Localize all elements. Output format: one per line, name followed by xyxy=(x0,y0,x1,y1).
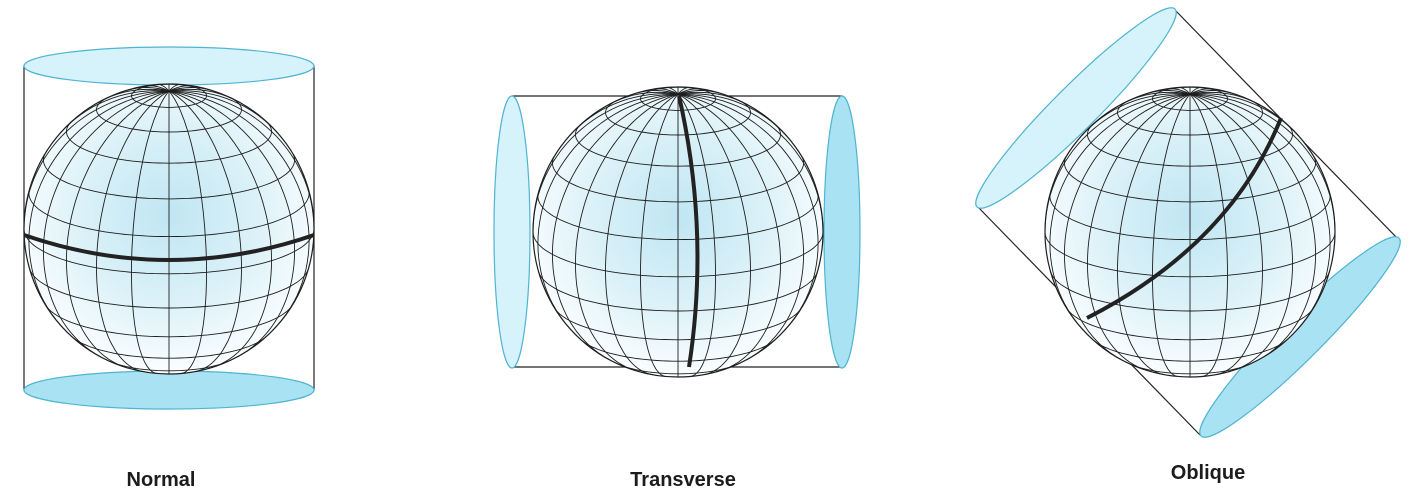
caption-normal: Normal xyxy=(126,469,196,491)
graticule-line xyxy=(605,93,679,376)
graticule-line xyxy=(609,91,679,105)
graticule-line xyxy=(677,93,781,370)
graticule-line xyxy=(1189,87,1202,95)
caption-oblique: Oblique xyxy=(1170,462,1246,484)
tangent-meridian-line xyxy=(677,95,700,368)
graticule-line xyxy=(168,90,279,134)
graticule-line xyxy=(568,93,679,137)
graticule-line xyxy=(677,93,751,376)
graticule-line xyxy=(677,93,819,323)
globe-graticule xyxy=(23,83,315,374)
graticule-line xyxy=(127,87,170,92)
graticule-line xyxy=(168,90,315,230)
graticule-line xyxy=(551,93,679,361)
cylinder-top-face xyxy=(975,7,1177,209)
graticule-line xyxy=(42,90,170,358)
graticule-line xyxy=(677,88,701,95)
graticule-line xyxy=(1189,93,1228,377)
graticule-line xyxy=(677,90,720,95)
graticule-line xyxy=(636,90,679,95)
graticule-line xyxy=(59,90,170,134)
graticule-line xyxy=(1117,93,1191,376)
graticule-line xyxy=(1189,93,1300,137)
cylinder-top-face xyxy=(23,46,315,86)
graticule-line xyxy=(677,93,805,361)
cylinder-right-face xyxy=(823,95,861,369)
graticule-line xyxy=(537,93,679,323)
graticule-line xyxy=(96,90,170,373)
graticule-line xyxy=(131,90,170,374)
graticule-line xyxy=(1189,93,1263,376)
graticule-line xyxy=(23,90,170,230)
graticule-line xyxy=(1063,93,1191,361)
graticule-line xyxy=(168,90,296,358)
graticule-line xyxy=(168,84,181,92)
graticule-line xyxy=(532,93,679,233)
graticule-line xyxy=(168,90,242,373)
graticule-line xyxy=(1121,91,1191,105)
graticule-line xyxy=(677,91,747,105)
equator-line xyxy=(23,233,315,262)
graticule-line xyxy=(168,87,211,92)
graticule-line xyxy=(1189,93,1293,370)
graticule-line xyxy=(1148,90,1191,95)
graticule-line xyxy=(1044,93,1191,233)
graticule-line xyxy=(666,87,679,95)
graticule-line xyxy=(575,93,679,370)
graticule-line xyxy=(168,85,192,92)
graticule-line xyxy=(168,90,207,374)
graticule-line xyxy=(28,90,170,320)
caption-transverse: Transverse xyxy=(630,469,736,491)
cylinder-bottom-face xyxy=(23,370,315,410)
graticule-line xyxy=(677,87,690,95)
graticule-line xyxy=(1167,88,1191,95)
graticule-line xyxy=(1152,93,1191,377)
cylinder-left-face xyxy=(493,95,531,369)
graticule-line xyxy=(66,90,170,367)
graticule-line xyxy=(1189,88,1213,95)
normal-projection-diagram xyxy=(23,46,315,410)
oblique-projection-diagram xyxy=(975,7,1401,438)
graticule-line xyxy=(655,88,679,95)
graticule-line xyxy=(677,93,716,377)
graticule-line xyxy=(1189,93,1336,233)
graticule-line xyxy=(146,85,170,92)
graticule-line xyxy=(1087,93,1191,370)
globe-graticule xyxy=(532,86,824,377)
graticule-line xyxy=(168,90,272,367)
graticule-line xyxy=(168,88,238,102)
graticule-line xyxy=(677,93,824,233)
transverse-projection-diagram xyxy=(493,86,861,378)
graticule-line xyxy=(1189,93,1331,323)
tangent-great-circle-line xyxy=(1086,117,1283,320)
graticule-line xyxy=(157,84,170,92)
graticule-line xyxy=(1189,91,1259,105)
graticule-line xyxy=(1178,87,1191,95)
graticule-line xyxy=(1189,93,1317,361)
graticule-line xyxy=(640,93,679,377)
graticule-line xyxy=(100,88,170,102)
graticule-line xyxy=(677,93,788,137)
graticule-line xyxy=(1080,93,1191,137)
globe-graticule xyxy=(1044,86,1336,377)
graticule-line xyxy=(1189,90,1232,95)
graticule-line xyxy=(1049,93,1191,323)
graticule-line xyxy=(168,90,310,320)
